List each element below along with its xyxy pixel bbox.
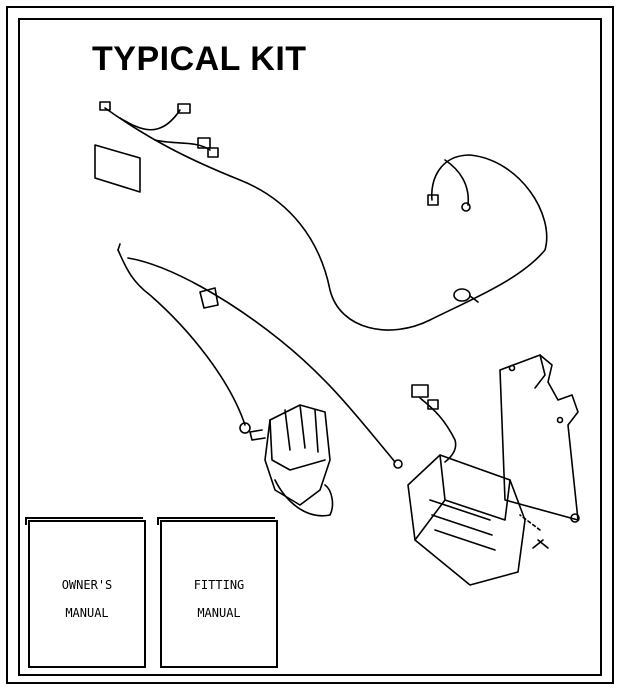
connector-e: [427, 194, 439, 206]
connector-d: [207, 147, 219, 158]
cable-end: [239, 422, 251, 434]
lamp-housing: [407, 454, 526, 586]
fitting-manual-line2: MANUAL: [197, 606, 241, 620]
connector-f: [461, 202, 471, 212]
harness-branch: [119, 109, 181, 131]
fitting-manual-line1: FITTING: [193, 578, 245, 592]
owners-manual-line2: MANUAL: [65, 606, 109, 620]
lamp-connector: [411, 384, 429, 398]
owners-manual-line1: OWNER'S: [61, 578, 113, 592]
control-cable: [117, 249, 246, 426]
outer-border: [6, 6, 614, 684]
control-cable-2: [127, 257, 396, 463]
cable-clip: [453, 288, 471, 302]
adhesive-pad: [94, 144, 141, 193]
latch-mechanism: [264, 404, 331, 506]
mounting-bracket: [499, 354, 579, 521]
harness-branch-3: [444, 159, 470, 206]
fitting-manual: FITTING MANUAL: [157, 517, 278, 668]
connector-c: [197, 137, 211, 149]
owners-manual: OWNER'S MANUAL: [25, 517, 146, 668]
cable-clip-2: [199, 287, 219, 309]
inner-border: [18, 18, 602, 676]
kit-title: TYPICAL KIT: [92, 40, 307, 78]
connector-b: [177, 103, 191, 114]
wiring-harness: [104, 107, 548, 331]
screw: [532, 539, 549, 549]
connector-a: [99, 101, 111, 111]
